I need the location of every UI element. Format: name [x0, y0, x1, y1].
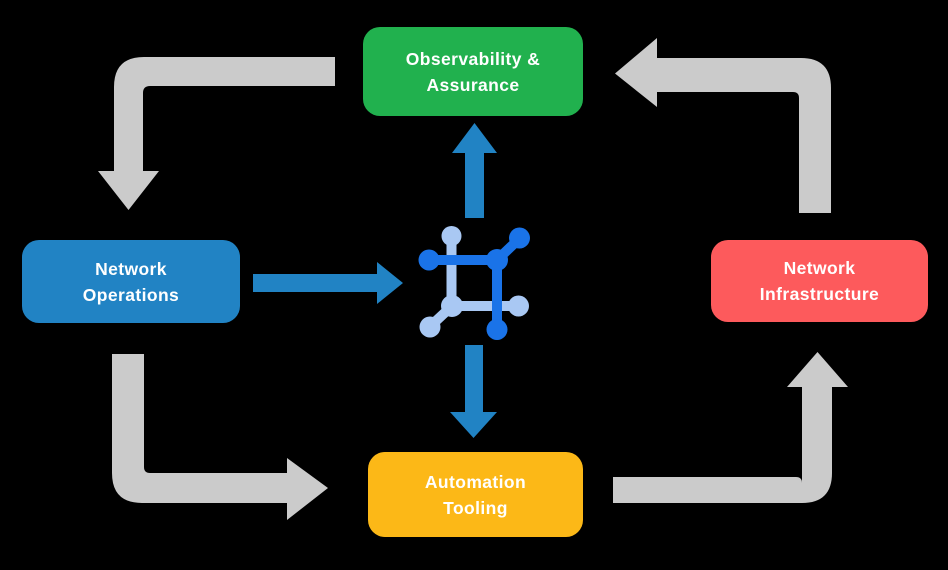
- node-network-infrastructure-label: Network Infrastructure: [759, 258, 880, 304]
- arrow-infrastructure-to-observability: [615, 38, 831, 213]
- arrow-automation-to-infrastructure: [613, 352, 848, 503]
- arrow-observability-to-operations: [98, 57, 335, 210]
- arrow-icon-to-observability: [452, 123, 497, 218]
- arrow-operations-to-automation: [112, 354, 328, 520]
- node-observability-assurance: Observability & Assurance: [363, 27, 583, 116]
- arrow-operations-to-icon: [253, 262, 403, 304]
- node-observability-assurance-label: Observability & Assurance: [405, 48, 541, 95]
- arrow-icon-to-automation: [450, 345, 497, 438]
- node-automation-tooling-label: Automation Tooling: [424, 471, 527, 518]
- network-mesh-icon-light-part: [419, 226, 529, 338]
- node-network-operations-label: Network Operations: [82, 258, 180, 305]
- network-mesh-icon-dark-part: [418, 227, 530, 340]
- node-network-infrastructure: Network Infrastructure: [711, 240, 928, 322]
- node-automation-tooling: Automation Tooling: [368, 452, 583, 537]
- node-network-operations: Network Operations: [22, 240, 240, 323]
- network-mesh-icon: [418, 226, 530, 340]
